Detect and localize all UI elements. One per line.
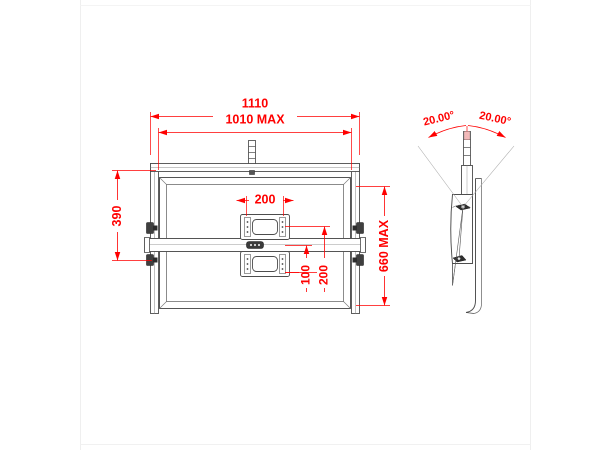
dimension-vesa-vertical-large-label: 200 [317, 265, 331, 285]
vesa-plate-lower [240, 251, 290, 277]
dimension-overall-width-label: 1110 [242, 96, 268, 110]
top-centre-post [248, 140, 256, 175]
side-elevation-view [417, 126, 515, 314]
dimension-left-height: 390 [110, 170, 156, 261]
dimension-max-width-label: 1010 MAX [225, 112, 285, 126]
dimension-vesa-horizontal-label: 200 [255, 192, 276, 206]
side-top-post [463, 131, 471, 166]
top-cross-beam [150, 163, 360, 172]
dimension-right-height-label: 660 MAX [377, 219, 391, 272]
left-adjustment-knobs [146, 222, 158, 266]
vesa-plate-upper [240, 214, 290, 240]
dimension-vesa-vertical-small: 100 [285, 245, 314, 292]
dimension-max-width: 1010 MAX [158, 112, 352, 170]
side-tilt-leader-lines [417, 145, 515, 208]
dimension-vesa-vertical-small-label: 100 [299, 265, 313, 285]
front-elevation-view [144, 140, 366, 314]
side-screen-profile [465, 178, 482, 314]
dimension-right-height: 660 MAX [356, 186, 392, 306]
dimension-left-height-label: 390 [110, 206, 124, 227]
dimension-overall-width: 1110 [150, 96, 360, 155]
canvas-border [80, 0, 531, 450]
dimension-vesa-horizontal: 200 [236, 192, 294, 216]
dimension-tilt-angles: 20.00° 20.00° [412, 105, 522, 138]
dimension-vesa-vertical-large: 200 [285, 226, 332, 292]
side-tilt-bracket [450, 194, 473, 286]
right-adjustment-knobs [352, 222, 364, 266]
